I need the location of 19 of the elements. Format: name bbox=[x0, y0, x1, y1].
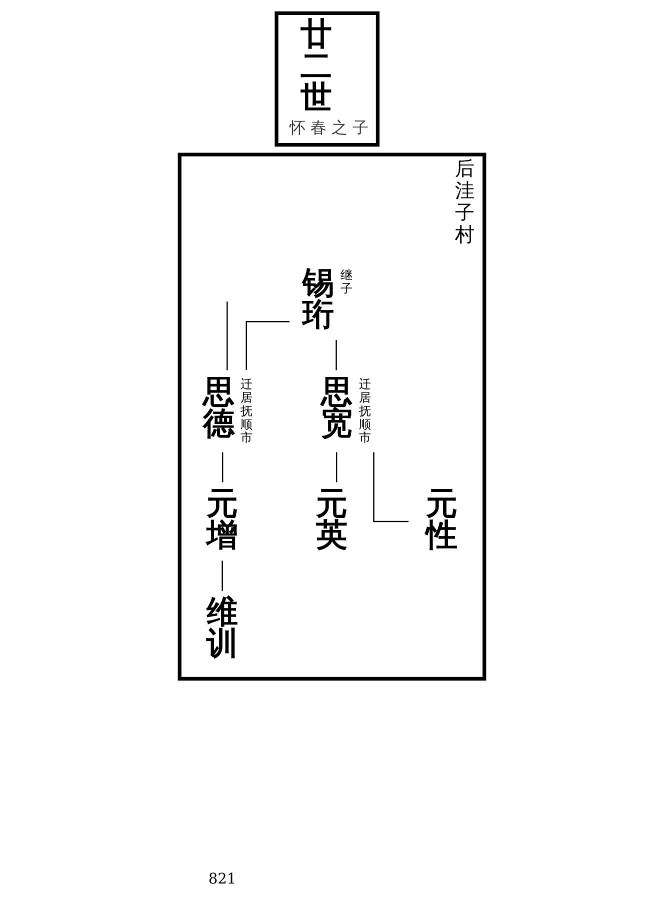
node-text: 维训 bbox=[206, 593, 238, 662]
label: 821 bbox=[208, 870, 236, 888]
node-text: 思宽 bbox=[320, 373, 353, 442]
node-text: 思德 bbox=[202, 373, 234, 442]
connector bbox=[226, 302, 228, 370]
node-label: 迁居抚顺市 bbox=[358, 377, 370, 445]
node-text: 元英 bbox=[316, 484, 348, 554]
connector bbox=[372, 452, 408, 522]
node-text: 锡珩 bbox=[302, 264, 334, 333]
connector bbox=[335, 452, 337, 482]
node-text: 元增 bbox=[206, 484, 238, 554]
node-label: 继子 bbox=[340, 268, 352, 296]
connector bbox=[221, 452, 223, 482]
node-text: 元性 bbox=[425, 484, 458, 554]
node-label: 迁居抚顺市 bbox=[240, 377, 252, 445]
connector bbox=[245, 320, 290, 370]
connector bbox=[221, 560, 222, 591]
connector bbox=[335, 340, 336, 370]
node-box: 廿二世 怀 春 之 子 bbox=[274, 11, 380, 147]
